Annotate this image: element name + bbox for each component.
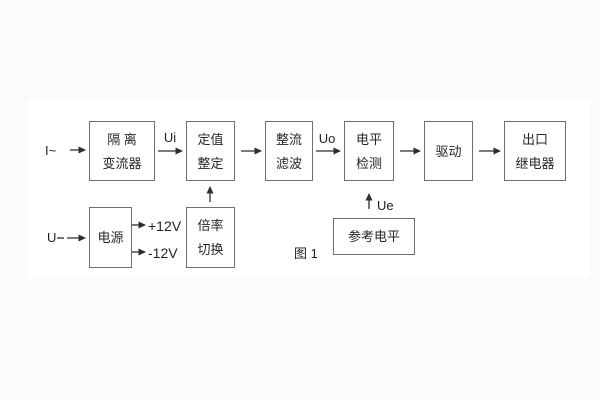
label-uo: Uo: [318, 131, 336, 146]
block-level-detect-line1: 电平: [355, 131, 382, 147]
label-input-voltage: U: [47, 230, 57, 245]
block-level-detect: 电平 检测: [344, 121, 394, 181]
block-isolation-transformer-line1: 隔 离: [107, 131, 137, 147]
block-multiplier-switch-line1: 倍率: [197, 218, 224, 233]
block-output-relay: 出口 继电器: [504, 121, 566, 181]
block-isolation-transformer: 隔 离 变流器: [89, 121, 155, 181]
block-isolation-transformer-line2: 变流器: [102, 155, 142, 171]
label-plus12v: +12V: [148, 218, 182, 234]
block-drive-label: 驱动: [435, 143, 462, 159]
block-power-supply: 电源: [89, 207, 132, 268]
block-setpoint-adjust: 定值 整定: [186, 121, 235, 181]
block-multiplier-switch-line2: 切换: [197, 242, 224, 257]
block-multiplier-switch: 倍率 切换: [186, 207, 235, 268]
label-ue: Ue: [377, 198, 394, 213]
block-rectifier-filter-line1: 整流: [275, 131, 302, 147]
block-output-relay-line1: 出口: [521, 131, 548, 147]
block-level-detect-line2: 检测: [355, 155, 382, 171]
block-reference-level: 参考电平: [333, 218, 415, 255]
block-output-relay-line2: 继电器: [515, 155, 555, 171]
label-ui: Ui: [163, 130, 177, 145]
figure-caption: 图 1: [294, 246, 318, 261]
block-setpoint-adjust-line2: 整定: [197, 155, 224, 171]
label-minus12v: -12V: [148, 245, 178, 261]
block-reference-level-label: 参考电平: [347, 229, 400, 244]
block-drive: 驱动: [424, 121, 473, 181]
block-rectifier-filter: 整流 滤波: [265, 121, 313, 181]
block-setpoint-adjust-line1: 定值: [197, 131, 224, 147]
block-rectifier-filter-line2: 滤波: [275, 155, 302, 171]
label-input-current: I~: [45, 143, 57, 158]
block-power-supply-label: 电源: [97, 230, 124, 245]
